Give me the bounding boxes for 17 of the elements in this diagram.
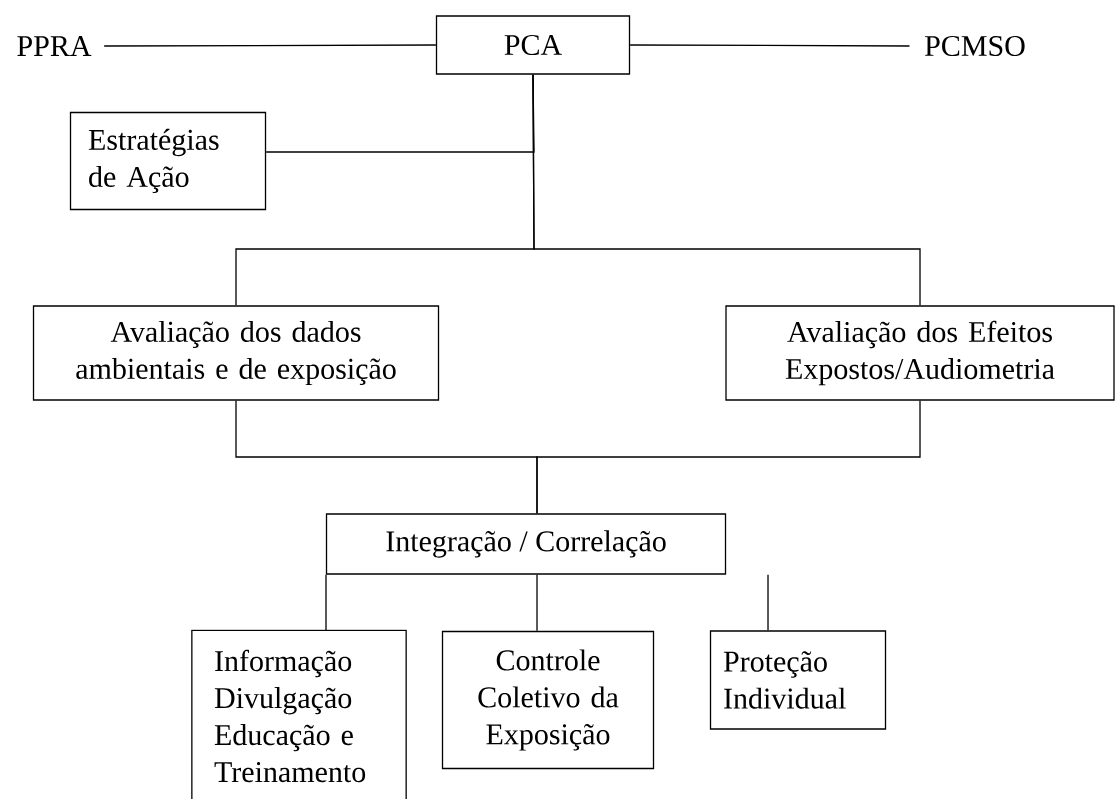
connector-line (325, 574, 327, 631)
connector-line (532, 74, 921, 306)
process-box: Controle Coletivo da Exposição (441, 630, 655, 770)
program-label: PCMSO (925, 35, 1025, 57)
connector-line (536, 574, 538, 632)
process-box: Estratégias de Ação (69, 111, 267, 211)
process-box: Proteção Individual (709, 630, 887, 730)
program-label: PPRA (17, 36, 92, 56)
process-box: Avaliação dos Efeitos Expostos/Audiometria (725, 305, 1115, 401)
process-box: PCA (435, 15, 631, 75)
process-box: Avaliação dos dados ambientais e de exposição (32, 305, 440, 401)
process-box: Integração / Correlação (325, 513, 727, 575)
connector-line (629, 44, 911, 47)
process-box: Informação Divulgação Educação e Treinamento (191, 629, 407, 799)
connector-line (767, 574, 769, 631)
connector-line (103, 44, 437, 47)
connector-line (536, 400, 921, 514)
